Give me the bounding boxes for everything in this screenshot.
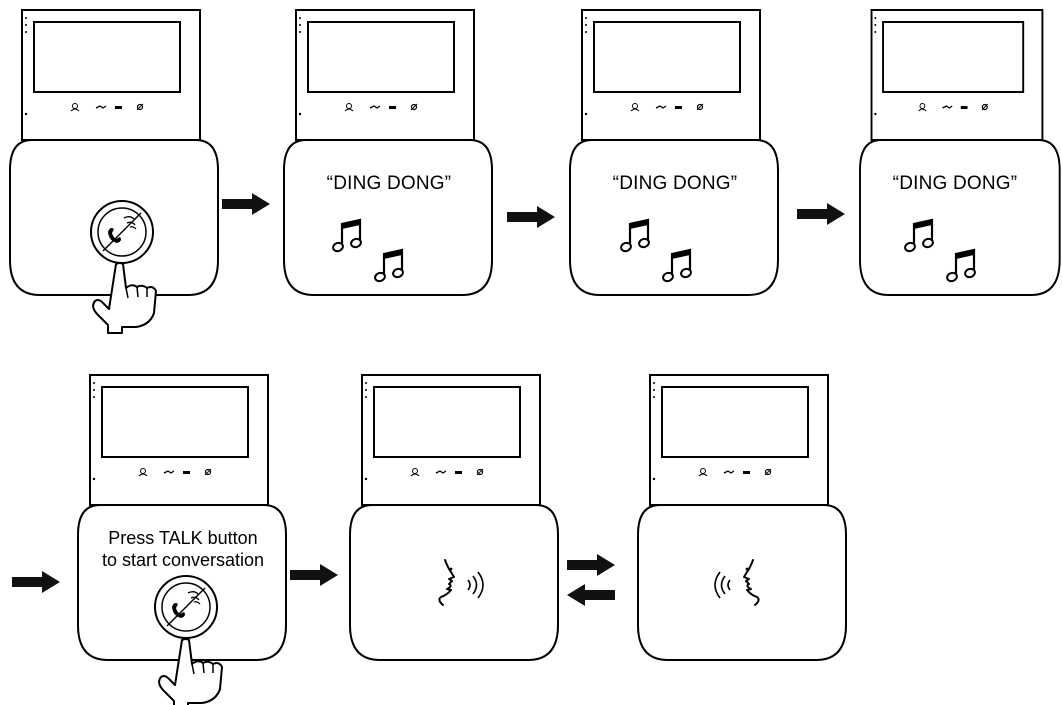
music-notes-icon [618,218,652,254]
press-talk-line-2: to start conversation [101,550,265,570]
talk-button-icon [90,200,154,264]
press-talk-line-1: Press TALK button [108,528,258,548]
right-arrow-icon [290,564,338,586]
music-notes-icon [660,248,694,284]
music-notes-icon [372,248,406,284]
step-listening [637,374,848,665]
talk-button-icon [154,575,218,639]
right-arrow-icon [797,203,845,225]
press-talk-text: Press TALK button to start conversation [78,527,288,571]
ding-dong-text: “DING DONG” [326,173,452,194]
right-arrow-icon [507,206,555,228]
step-ring-3: “DING DONG” [859,9,1061,300]
step-press-talk: Press TALK button to start conversation [77,374,290,705]
ding-dong-text: “DING DONG” [892,173,1018,194]
pointing-hand-icon [92,262,157,334]
step-press-call [9,9,220,334]
right-arrow-icon [222,193,270,215]
left-arrow-icon [567,584,615,606]
speaking-face-icon [438,559,455,606]
step-speaking [349,374,560,665]
step-ring-1: “DING DONG” [283,9,494,300]
music-notes-icon [902,218,936,254]
ding-dong-text: “DING DONG” [612,173,738,194]
sound-waves-icon [714,571,731,599]
sound-waves-icon [467,571,484,599]
music-notes-icon [330,218,364,254]
right-arrow-icon [12,571,60,593]
speaking-face-icon [743,559,760,606]
right-arrow-icon [567,554,615,576]
pointing-hand-icon [158,638,223,705]
music-notes-icon [944,248,978,284]
step-ring-2: “DING DONG” [569,9,780,300]
